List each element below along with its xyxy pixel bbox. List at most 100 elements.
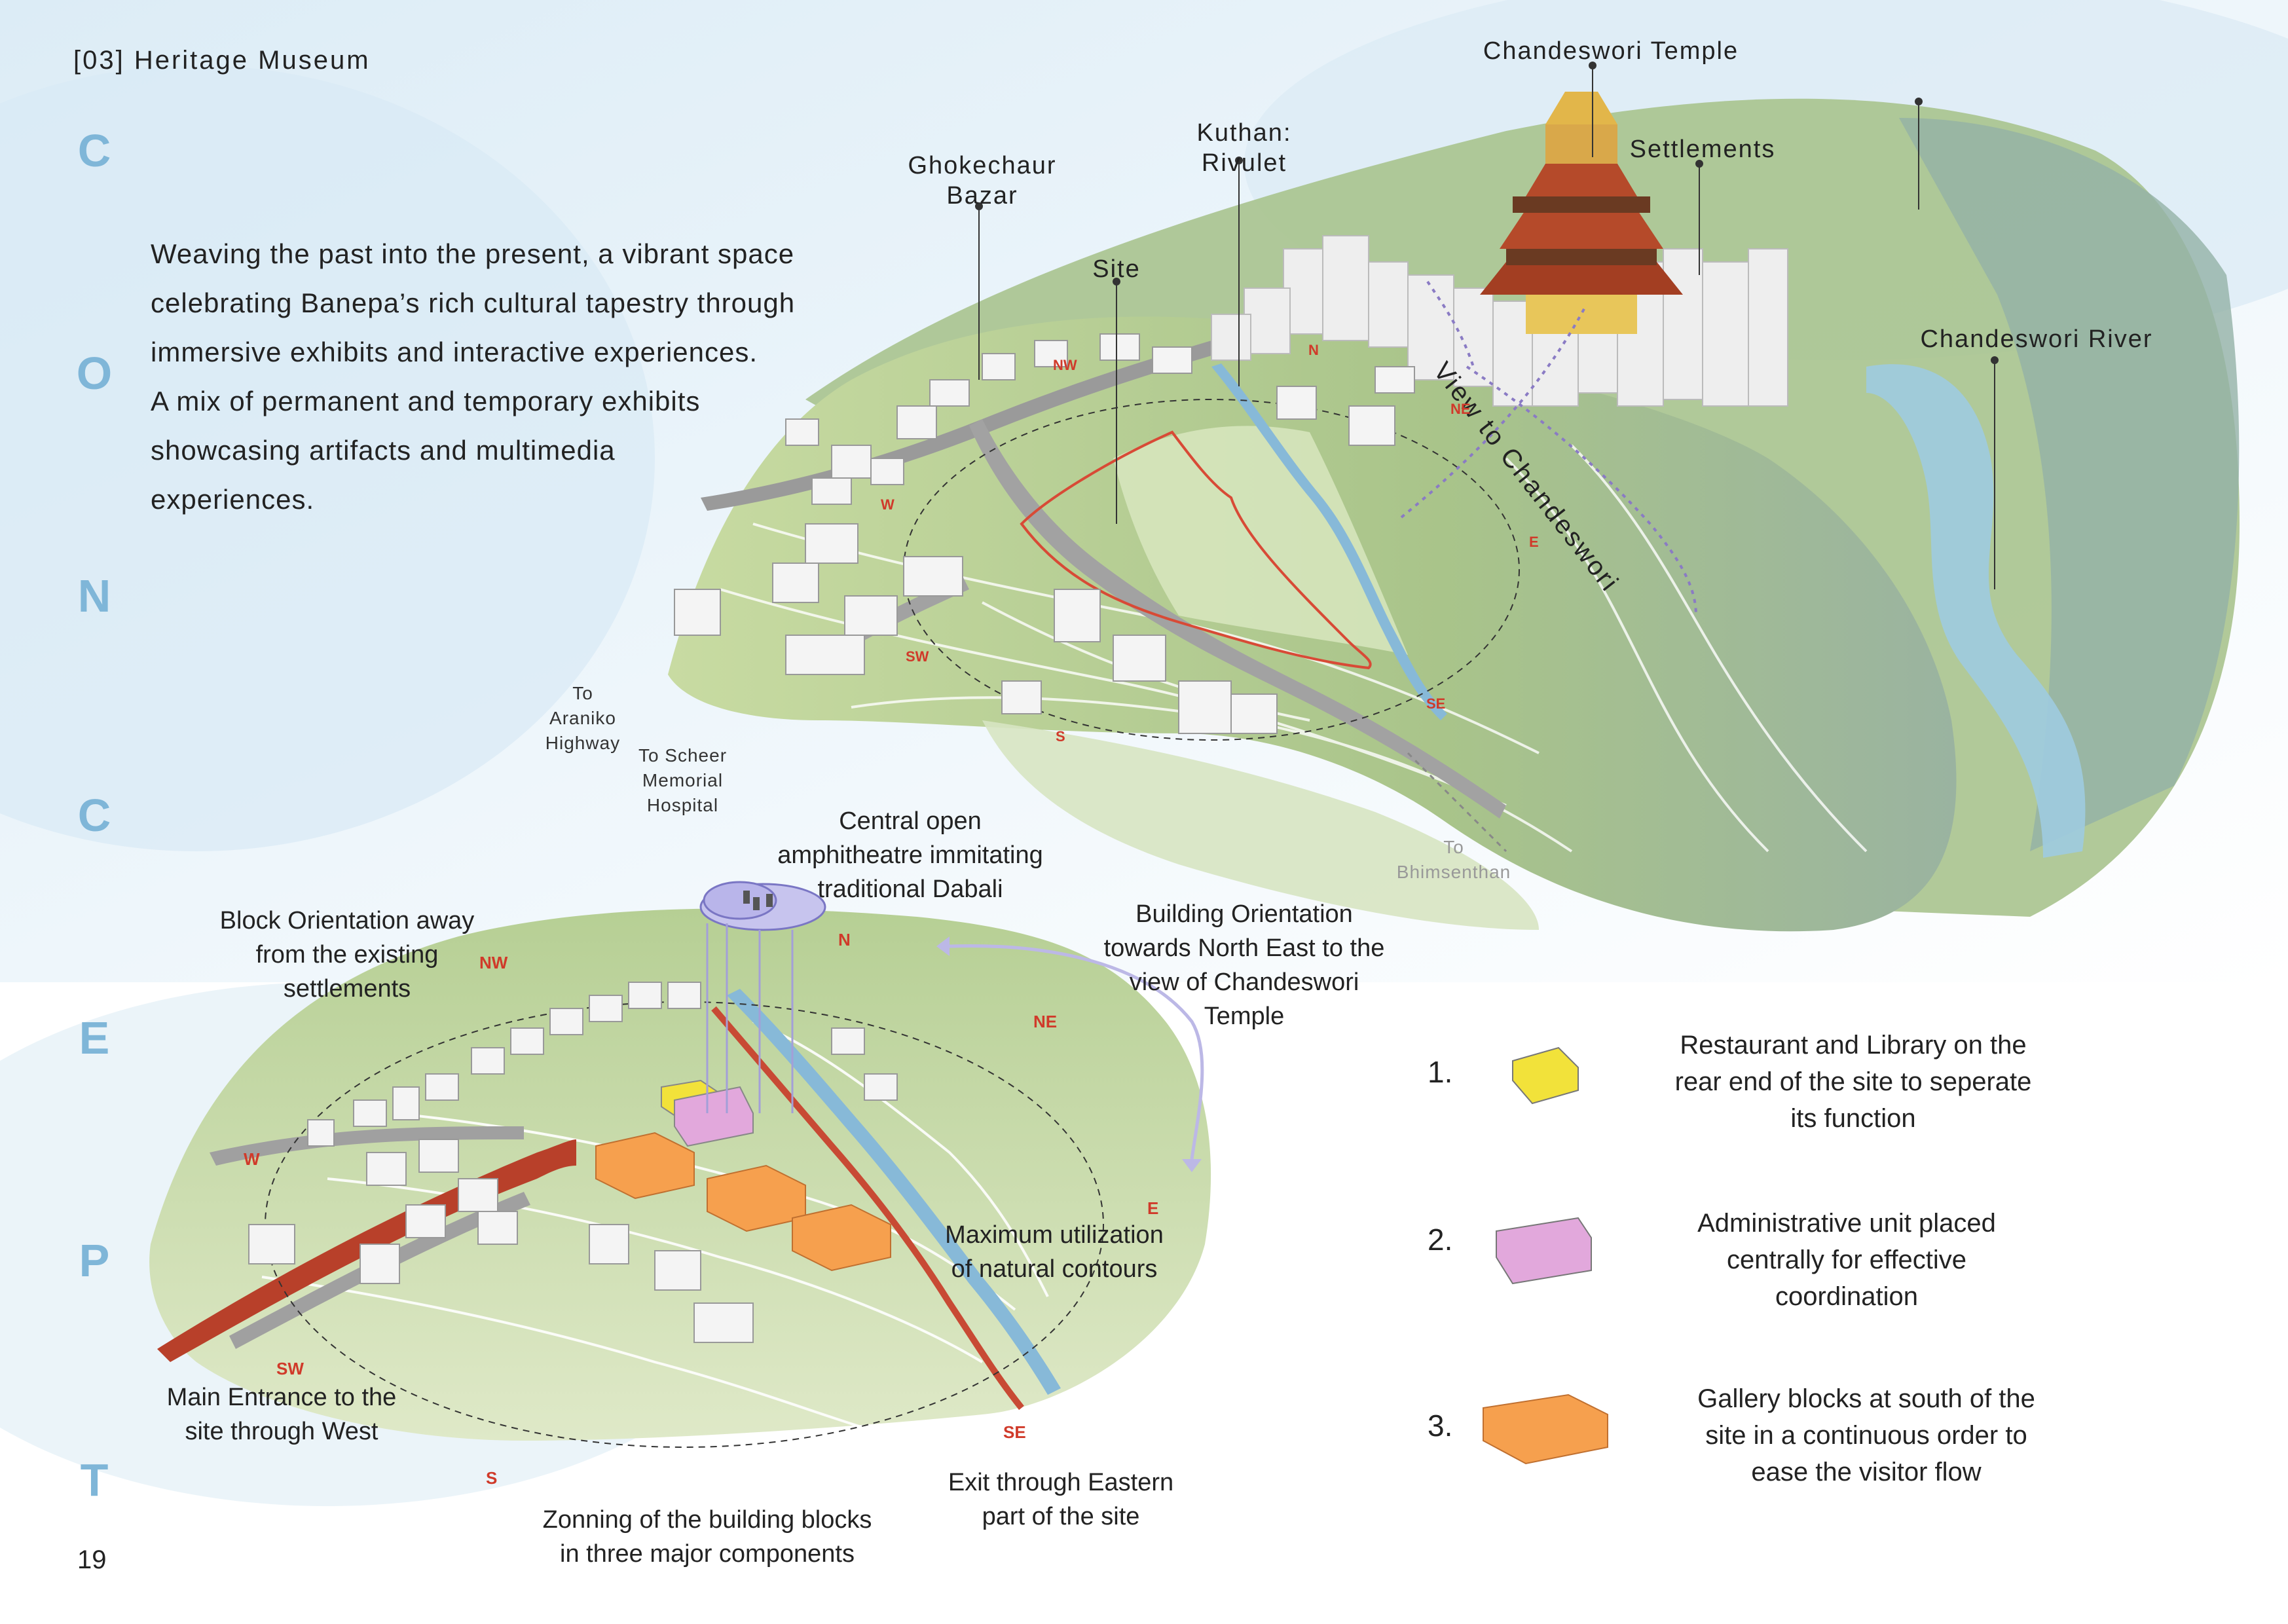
top-dir-se: SE (1426, 695, 1446, 712)
top-site-map (668, 92, 2240, 932)
legend-swatches (1483, 1046, 1608, 1465)
page-number: 19 (77, 1545, 107, 1574)
legend-line: site in a continuous order to (1705, 1421, 2027, 1450)
concept-letter-n: N (77, 570, 111, 621)
intro-paragraph: Weaving the past into the present, a vib… (151, 229, 904, 524)
chandeswori-temple-pagoda (1480, 92, 1683, 334)
annotation-amphitheatre: Central open amphitheatre immitating tra… (733, 804, 1087, 906)
annotation-zoning: Zonning of the building blocks in three … (504, 1503, 910, 1571)
label-leader-lines (975, 62, 1999, 589)
label-chandeswori-temple: Chandeswori Temple (1483, 37, 1739, 65)
bottom-site-map (149, 881, 1211, 1448)
annotation-line: Block Orientation away (219, 907, 475, 934)
label-line: Rivulet (1201, 149, 1287, 177)
annotation-exit: Exit through Eastern part of the site (923, 1466, 1198, 1534)
label-line: Araniko (549, 708, 616, 728)
label-line: Hospital (646, 795, 719, 815)
annotation-line: site through West (185, 1418, 378, 1445)
chandeswori-river (1866, 364, 2086, 858)
label-kuthan-rivulet: Kuthan: Rivulet (1153, 118, 1336, 178)
top-dir-sw: SW (906, 648, 929, 665)
label-line: Highway (545, 733, 621, 753)
concept-letter-e: E (79, 1012, 110, 1063)
label-chandeswori-river: Chandeswori River (1920, 325, 2153, 353)
legend-line: rear end of the site to seperate (1674, 1067, 2032, 1096)
legend-line: coordination (1775, 1282, 1918, 1311)
legend-number-1: 1. (1428, 1055, 1453, 1089)
legend-swatch-3 (1483, 1393, 1608, 1465)
intro-line: immersive exhibits and interactive exper… (151, 337, 758, 367)
label-line: To (1443, 837, 1464, 857)
top-dir-w: W (881, 496, 895, 513)
annotation-line: traditional Dabali (817, 876, 1003, 903)
annotation-main-entrance: Main Entrance to the site through West (138, 1380, 426, 1449)
gallery-blocks (595, 1132, 891, 1272)
site-buildings (674, 333, 1415, 734)
annotation-line: settlements (283, 975, 411, 1003)
label-line: To Scheer (638, 745, 728, 766)
label-line: Ghokechaur (908, 152, 1057, 179)
concept-letter-c2: C (77, 790, 111, 841)
top-dir-n: N (1308, 342, 1319, 358)
top-dir-ne: NE (1450, 401, 1471, 417)
label-line: To (572, 683, 593, 703)
legend-text-1: Restaurant and Library on the rear end o… (1604, 1027, 2102, 1137)
annotation-line: part of the site (982, 1503, 1140, 1530)
legend-text-2: Administrative unit placed centrally for… (1598, 1205, 2095, 1315)
annotation-building-orientation: Building Orientation towards North East … (1074, 897, 1414, 1033)
orientation-arc (949, 944, 1204, 1160)
legend-line: Restaurant and Library on the (1680, 1031, 2027, 1060)
label-line: Memorial (642, 770, 724, 790)
annotation-line: Exit through Eastern (948, 1469, 1174, 1496)
bottom-dir-nw: NW (479, 953, 508, 972)
annotation-line: Maximum utilization (945, 1221, 1164, 1249)
bottom-dir-n: N (838, 930, 851, 950)
annotation-line: view of Chandeswori (1129, 969, 1359, 996)
intro-line: experiences. (151, 484, 315, 515)
bottom-dir-ne: NE (1033, 1012, 1058, 1031)
bottom-dir-w: W (244, 1149, 260, 1169)
concept-letter-p: P (79, 1235, 110, 1286)
label-to-bhimsenthan: To Bhimsenthan (1382, 835, 1526, 885)
label-settlements: Settlements (1629, 136, 1776, 163)
intro-line: Weaving the past into the present, a vib… (151, 238, 795, 269)
label-line: Kuthan: (1196, 119, 1292, 147)
legend-line: its function (1790, 1104, 1916, 1133)
top-dir-e: E (1529, 534, 1539, 550)
top-dir-nw: NW (1053, 357, 1077, 373)
annotation-line: Central open (839, 807, 982, 835)
concept-letter-c1: C (77, 125, 111, 176)
label-ghokechaur-bazar: Ghokechaur Bazar (884, 151, 1080, 211)
site-boundary (1020, 430, 1372, 670)
label-to-scheer-hospital: To Scheer Memorial Hospital (629, 743, 737, 818)
bottom-dir-sw: SW (276, 1359, 304, 1378)
label-to-araniko-highway: To Araniko Highway (537, 681, 629, 756)
bottom-dir-se: SE (1003, 1422, 1026, 1442)
legend-number-3: 3. (1428, 1409, 1453, 1443)
bottom-dir-s: S (486, 1468, 498, 1488)
administrative-block (674, 1086, 754, 1147)
annotation-line: amphitheatre immitating (777, 841, 1043, 869)
page-header-title: [03] Heritage Museum (73, 46, 371, 75)
annotation-line: towards North East to the (1103, 934, 1385, 962)
legend-swatch-2 (1496, 1217, 1592, 1285)
annotation-line: Zonning of the building blocks (542, 1506, 872, 1534)
legend-swatch-1 (1512, 1046, 1579, 1105)
concept-letter-o: O (76, 348, 113, 399)
annotation-line: Building Orientation (1135, 900, 1353, 928)
label-line: Bhimsenthan (1396, 862, 1511, 882)
top-dir-s: S (1056, 728, 1065, 745)
annotation-block-orientation: Block Orientation away from the existing… (190, 904, 504, 1006)
bottom-site-buildings (248, 982, 898, 1343)
annotation-line: Main Entrance to the (166, 1384, 397, 1411)
bottom-dir-e: E (1147, 1198, 1159, 1218)
annotation-line: Temple (1204, 1003, 1285, 1030)
legend-line: Administrative unit placed (1697, 1209, 1996, 1238)
amphitheatre-icon (699, 881, 826, 931)
annotation-line: in three major components (560, 1540, 855, 1568)
intro-line: celebrating Banepa’s rich cultural tapes… (151, 287, 796, 318)
legend-line: ease the visitor flow (1751, 1458, 1982, 1486)
label-site: Site (1092, 255, 1141, 283)
annotation-line: of natural contours (951, 1255, 1158, 1283)
